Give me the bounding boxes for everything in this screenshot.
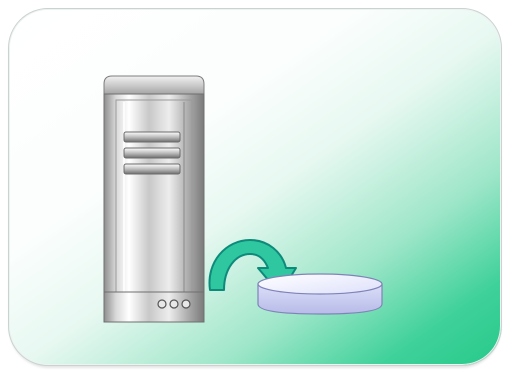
server-tower-icon — [104, 76, 204, 322]
disk-platter-icon — [258, 274, 382, 314]
